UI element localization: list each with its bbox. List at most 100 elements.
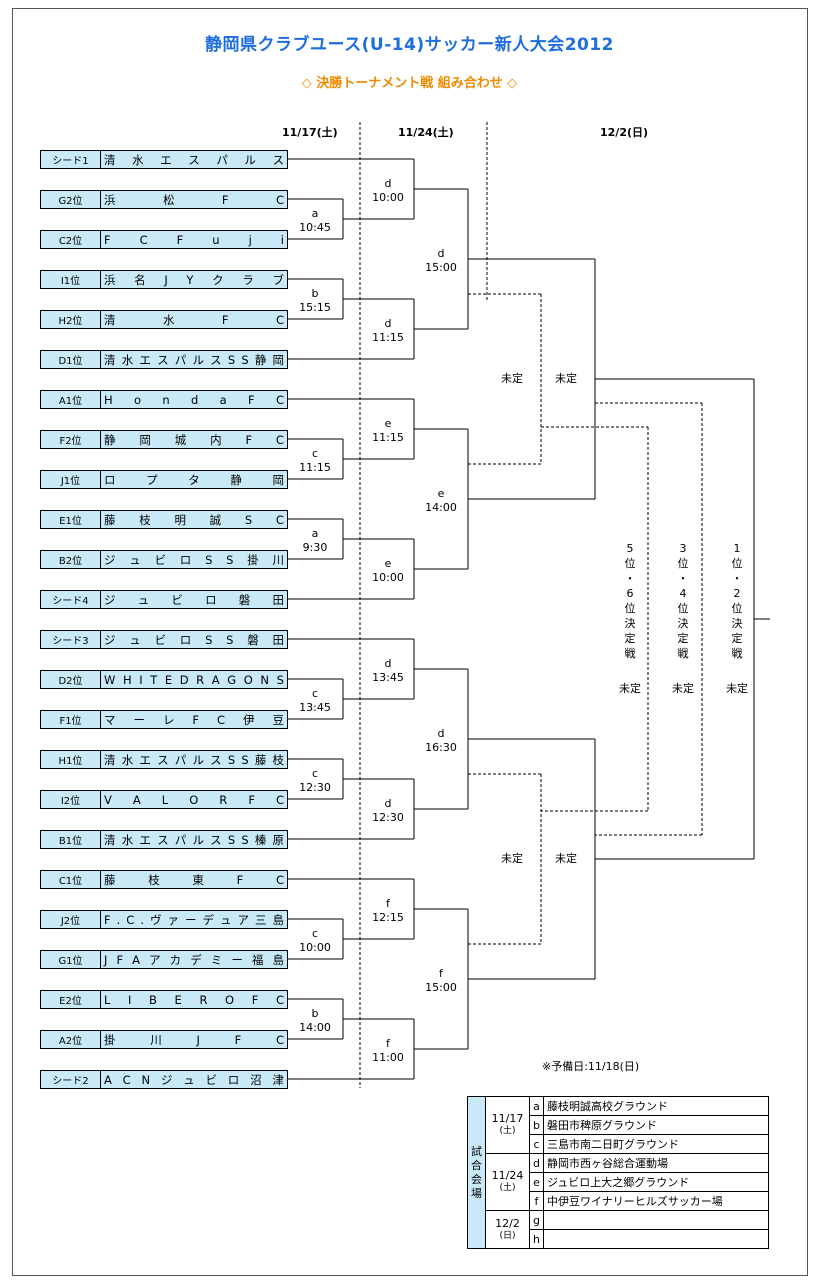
team-name-char: デ — [202, 912, 214, 927]
team-name-char: 松 — [162, 192, 175, 207]
match-venue-code: e — [437, 487, 445, 500]
placement-label-char: 1 — [733, 542, 741, 555]
match-time: 11:15 — [299, 461, 331, 474]
team-name-char: ク — [212, 272, 224, 287]
team-name-char: B — [149, 992, 157, 1007]
match-time: 9:30 — [302, 541, 328, 554]
match-time: 10:00 — [299, 941, 331, 954]
team-name-char: エ — [139, 352, 151, 367]
venue-name: 三島市南二日町グラウンド — [542, 1134, 769, 1154]
team-name-char: ュ — [183, 1072, 195, 1087]
team-name-char: u — [212, 232, 220, 247]
venue-name — [542, 1229, 769, 1249]
team-name-char: S — [241, 752, 249, 767]
match-venue-code: d — [437, 247, 445, 260]
team-name-char: 島 — [272, 912, 284, 927]
page-frame — [12, 8, 808, 1276]
placement-label-char: ・ — [731, 572, 743, 585]
team-name-char: C — [275, 992, 284, 1007]
venue-name: 磐田市稗原グラウンド — [542, 1115, 769, 1135]
team-name-char: C — [275, 312, 284, 327]
team-name-char: ス — [210, 352, 222, 367]
team-name-char: d — [190, 392, 199, 407]
team-name-char: 名 — [134, 272, 146, 287]
venue-table-header: 試合会場 — [467, 1096, 486, 1249]
venue-name: ジュビロ上大之郷グラウンド — [542, 1172, 769, 1192]
team-name-char: S — [244, 512, 253, 527]
team-name-char: ヴ — [149, 912, 162, 927]
venue-code: f — [529, 1191, 544, 1211]
tbd-loser-bracket: 未定 — [501, 852, 523, 865]
team-name-char: 豆 — [272, 712, 284, 727]
team-name-char: 藤 — [104, 512, 116, 527]
placement-label-char: 6 — [626, 587, 634, 600]
tbd-placement: 未定 — [726, 682, 748, 695]
team-name-char: W — [104, 672, 116, 687]
team-name-char: F — [248, 392, 255, 407]
team-name-char: ロ — [104, 472, 116, 487]
venue-code: a — [529, 1096, 544, 1116]
team-name-char: F — [221, 192, 229, 207]
team-name-char: C — [275, 1032, 284, 1047]
team-name-char: 静 — [104, 432, 116, 447]
team-name-char: 津 — [272, 1072, 284, 1087]
match-time: 10:00 — [372, 191, 404, 204]
team-name-char: J — [164, 272, 168, 287]
team-name-char: F — [192, 712, 200, 727]
team-name-char: 枝 — [139, 512, 151, 527]
team-name-char: ス — [272, 152, 284, 167]
team-rank: シード2 — [41, 1071, 101, 1088]
team-rank: F2位 — [41, 431, 101, 448]
team-name-char: H — [122, 672, 132, 687]
placement-label-char: 決 — [731, 617, 743, 630]
team-name-char: 岡 — [272, 352, 285, 367]
team-name-char: V — [104, 792, 112, 807]
team-name-char: ビ — [154, 552, 167, 567]
team-name-char: H — [104, 392, 113, 407]
team-name-char: S — [227, 352, 236, 367]
team-rank: B2位 — [41, 551, 101, 568]
team-name-char: C — [275, 512, 284, 527]
tbd-placement: 未定 — [672, 682, 694, 695]
placement-label-char: 戦 — [731, 647, 743, 660]
placement-label-char: ・ — [677, 572, 689, 585]
team-name-char: a — [219, 392, 227, 407]
placement-label-char: 5 — [626, 542, 634, 555]
placement-label-char: 2 — [733, 587, 741, 600]
team-name-char: 明 — [174, 512, 186, 527]
placement-label-char: 位 — [624, 602, 636, 615]
team-name-char: エ — [139, 752, 151, 767]
team-name-char: O — [189, 792, 199, 807]
team-name-char: ル — [192, 352, 204, 367]
team-name-char: 枝 — [148, 872, 160, 887]
venue-name — [542, 1210, 769, 1230]
team-name-char: T — [150, 672, 158, 687]
team-name-char: . — [140, 912, 144, 927]
team-name-char: ロ — [205, 592, 217, 607]
team-rank: A1位 — [41, 391, 101, 408]
match-time: 14:00 — [425, 501, 457, 514]
match-time: 15:15 — [299, 301, 331, 314]
team-name-char: ル — [244, 152, 256, 167]
team-rank: F1位 — [41, 711, 101, 728]
team-name-char: 静 — [230, 472, 242, 487]
match-time: 10:45 — [299, 221, 331, 234]
